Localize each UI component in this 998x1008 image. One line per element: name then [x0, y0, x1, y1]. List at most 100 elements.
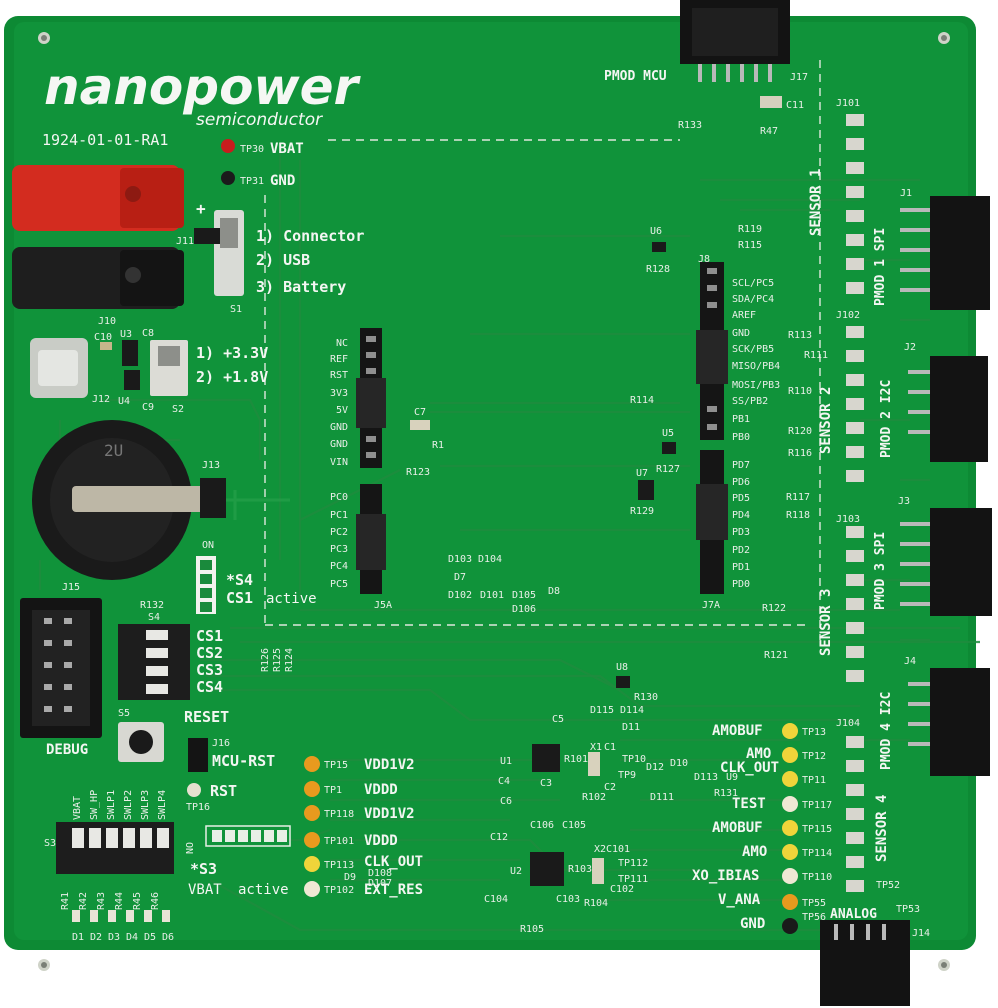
svg-text:R104: R104: [584, 898, 608, 909]
svg-text:D12: D12: [646, 762, 664, 773]
brand-logo-word: nanopower: [44, 58, 362, 116]
pmod-1-connector[interactable]: [900, 196, 990, 310]
reset-label: RESET: [184, 708, 229, 726]
s3-dip-switch[interactable]: [56, 822, 174, 874]
svg-text:R133: R133: [678, 120, 702, 131]
svg-text:MISO/PB4: MISO/PB4: [732, 361, 780, 372]
analog-header[interactable]: [820, 920, 910, 1006]
svg-text:TP113: TP113: [324, 860, 354, 871]
cs-dip-switch[interactable]: [118, 624, 190, 700]
svg-text:R116: R116: [788, 448, 812, 459]
svg-text:5V: 5V: [336, 405, 348, 416]
svg-text:TP9: TP9: [618, 770, 636, 781]
svg-text:R101: R101: [564, 754, 588, 765]
svg-text:D108: D108: [368, 868, 392, 879]
svg-text:GND: GND: [732, 328, 750, 339]
svg-text:VDD1V2: VDD1V2: [364, 806, 415, 822]
mcu-reset-jumper[interactable]: [188, 738, 208, 772]
svg-text:D5: D5: [144, 932, 156, 943]
j5-power-header[interactable]: [356, 328, 386, 468]
svg-text:R1: R1: [432, 440, 444, 451]
svg-text:D114: D114: [620, 705, 644, 716]
svg-text:C12: C12: [490, 832, 508, 843]
svg-text:RST: RST: [330, 370, 348, 381]
svg-text:U8: U8: [616, 662, 628, 673]
svg-text:TP12: TP12: [802, 751, 826, 762]
right-testpoint-refs: TP13 TP12 TP11 TP117 TP115 TP114 TP110 T…: [802, 727, 832, 923]
debug-header[interactable]: [20, 598, 102, 738]
left-testpoints[interactable]: [304, 756, 320, 897]
svg-text:TP31: TP31: [240, 176, 264, 187]
svg-text:R117: R117: [786, 492, 810, 503]
pmod-4-connector[interactable]: [908, 668, 990, 776]
svg-text:PMOD 2 I2C: PMOD 2 I2C: [879, 380, 894, 458]
svg-text:J15: J15: [62, 582, 80, 593]
svg-text:PC2: PC2: [330, 527, 348, 538]
svg-text:REF: REF: [330, 354, 348, 365]
svg-text:J16: J16: [212, 738, 230, 749]
coin-cell-holder: 2U J13: [32, 420, 226, 580]
gnd-label: GND: [270, 173, 295, 189]
svg-text:PC3: PC3: [330, 544, 348, 555]
svg-text:C5: C5: [552, 714, 564, 725]
svg-text:C3: C3: [540, 778, 552, 789]
svg-text:PC5: PC5: [330, 579, 348, 590]
svg-text:D102: D102: [448, 590, 472, 601]
svg-text:R47: R47: [760, 126, 778, 137]
svg-text:SS/PB2: SS/PB2: [732, 396, 768, 407]
svg-text:R125: R125: [272, 648, 283, 672]
svg-text:U7: U7: [636, 468, 648, 479]
svg-text:SWLP1: SWLP1: [106, 790, 117, 820]
j5a-analog-header[interactable]: [356, 484, 386, 594]
j7a-labels: PD7 PD6 PD5 PD4 PD3 PD2 PD1 PD0: [732, 460, 750, 590]
svg-text:SWLP4: SWLP4: [157, 790, 168, 820]
svg-text:R118: R118: [786, 510, 810, 521]
reset-button[interactable]: [118, 722, 164, 762]
right-testpoints[interactable]: [782, 723, 798, 934]
vbat-gnd-testpoints: TP30 VBAT TP31 GND: [221, 139, 304, 189]
voltage-option-1: 1) +3.3V: [196, 344, 268, 362]
s4-cs-label: CS1: [226, 589, 253, 607]
svg-text:J12: J12: [92, 394, 110, 405]
svg-text:PD0: PD0: [732, 579, 750, 590]
svg-text:ON: ON: [183, 842, 194, 854]
cs3-label: CS3: [196, 661, 223, 679]
svg-text:ON: ON: [202, 540, 214, 551]
pmod-2-connector[interactable]: [908, 356, 988, 462]
svg-text:C10: C10: [94, 332, 112, 343]
svg-text:R130: R130: [634, 692, 658, 703]
s3-resistors: R41 R42 R43 R44 R45 R46: [60, 892, 161, 910]
svg-text:D1: D1: [72, 932, 84, 943]
svg-text:TP30: TP30: [240, 144, 264, 155]
cs-dip-switch-s4[interactable]: [196, 556, 216, 614]
svg-text:C103: C103: [556, 894, 580, 905]
j7a-digital-header[interactable]: [696, 450, 728, 594]
svg-text:J7A: J7A: [702, 600, 720, 611]
svg-text:D103: D103: [448, 554, 472, 565]
svg-text:R114: R114: [630, 395, 654, 406]
rst-label: RST: [210, 782, 237, 800]
j7-digital-header[interactable]: [696, 262, 728, 440]
pmod-mcu-header[interactable]: [680, 0, 790, 82]
j5-labels: NC REF RST 3V3 5V GND GND VIN: [330, 338, 348, 468]
power-source-switch[interactable]: S1: [194, 210, 244, 315]
svg-text:PB1: PB1: [732, 414, 750, 425]
pmod-3-connector[interactable]: [900, 508, 992, 616]
svg-text:TP52: TP52: [876, 880, 900, 891]
svg-text:TP102: TP102: [324, 885, 354, 896]
svg-text:U9: U9: [726, 772, 738, 783]
svg-text:J14: J14: [912, 928, 930, 939]
svg-text:R126: R126: [260, 648, 271, 672]
svg-text:R42: R42: [78, 892, 89, 910]
svg-text:D3: D3: [108, 932, 120, 943]
svg-text:SCK/PB5: SCK/PB5: [732, 344, 774, 355]
svg-text:R102: R102: [582, 792, 606, 803]
svg-text:R132: R132: [140, 600, 164, 611]
voltage-option-2: 2) +1.8V: [196, 368, 268, 386]
rst-testpoint[interactable]: [187, 783, 201, 797]
s3-on-indicator[interactable]: ON: [183, 825, 291, 854]
svg-text:VDDD: VDDD: [364, 782, 398, 798]
sensor-labels: SENSOR 1 SENSOR 2 SENSOR 3 SENSOR 4 J101…: [808, 98, 890, 862]
voltage-select-switch[interactable]: S2: [150, 340, 188, 415]
